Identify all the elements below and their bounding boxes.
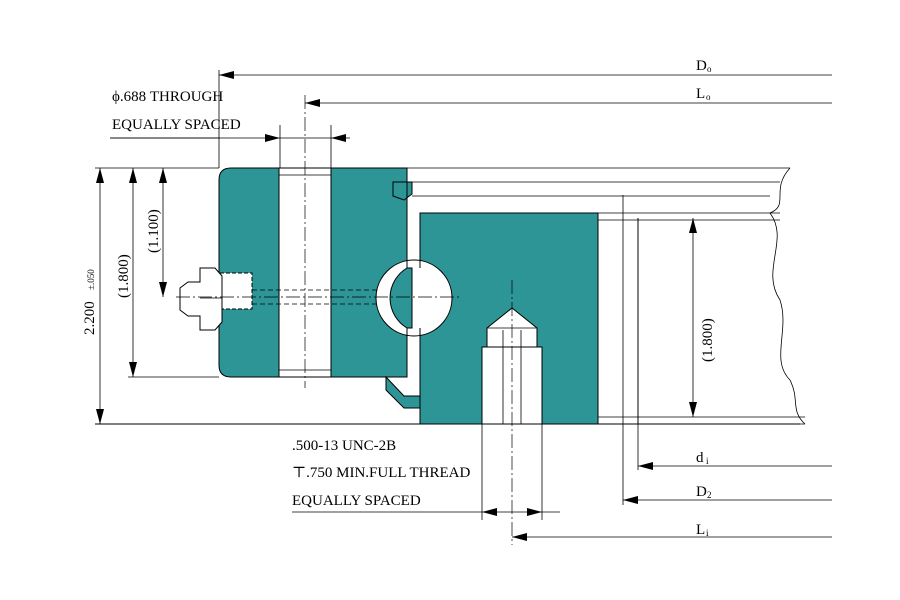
hole-center-height-label: (1.100) bbox=[146, 209, 162, 253]
dim-di-label: d bbox=[696, 450, 704, 466]
dim-D0: D o bbox=[219, 58, 832, 79]
dim-total-height: 2.200 ±.050 bbox=[82, 168, 104, 424]
hole-note-line1: ϕ.688 THROUGH bbox=[112, 89, 223, 105]
thread-note-line2: ⊤.750 MIN.FULL THREAD bbox=[292, 465, 470, 481]
thread-note-line1: .500-13 UNC-2B bbox=[292, 438, 396, 454]
thread-note-line3: EQUALLY SPACED bbox=[292, 493, 421, 509]
tapped-hole-dimension: .500-13 UNC-2B ⊤.750 MIN.FULL THREAD EQU… bbox=[292, 438, 560, 516]
svg-text:2: 2 bbox=[707, 490, 712, 500]
hole-note-line2: EQUALLY SPACED bbox=[112, 117, 241, 133]
total-height-label: 2.200 bbox=[82, 301, 98, 335]
dim-L0-label: L bbox=[696, 86, 705, 102]
dim-hole-center-height: (1.100) bbox=[146, 168, 167, 297]
dim-di: d i bbox=[638, 450, 832, 470]
center-lines bbox=[218, 70, 639, 545]
outer-ring-height-label: (1.800) bbox=[116, 254, 132, 298]
inner-ring bbox=[419, 212, 599, 425]
ball bbox=[375, 259, 453, 337]
dim-L0: L o bbox=[305, 86, 832, 107]
svg-text:i: i bbox=[706, 456, 709, 466]
dim-outer-ring-height: (1.800) bbox=[116, 168, 137, 377]
dim-Li: L i bbox=[512, 522, 832, 541]
upper-seal bbox=[392, 181, 413, 201]
svg-text:o: o bbox=[706, 92, 711, 102]
ball-raceway bbox=[375, 168, 453, 424]
inner-ring-height-label: (1.800) bbox=[700, 318, 716, 362]
grease-fitting bbox=[176, 267, 460, 331]
total-height-tolerance: ±.050 bbox=[86, 269, 96, 290]
dim-Li-label: L bbox=[696, 522, 705, 538]
dim-D0-label: D bbox=[696, 58, 707, 74]
dim-D2: D 2 bbox=[623, 484, 832, 504]
dim-inner-ring-height: (1.800) bbox=[689, 218, 716, 417]
dim-D2-label: D bbox=[696, 484, 707, 500]
svg-text:i: i bbox=[706, 528, 709, 538]
structure-lines bbox=[95, 167, 806, 425]
through-hole-dimension: ϕ.688 THROUGH EQUALLY SPACED bbox=[110, 89, 350, 142]
svg-text:o: o bbox=[707, 64, 712, 74]
